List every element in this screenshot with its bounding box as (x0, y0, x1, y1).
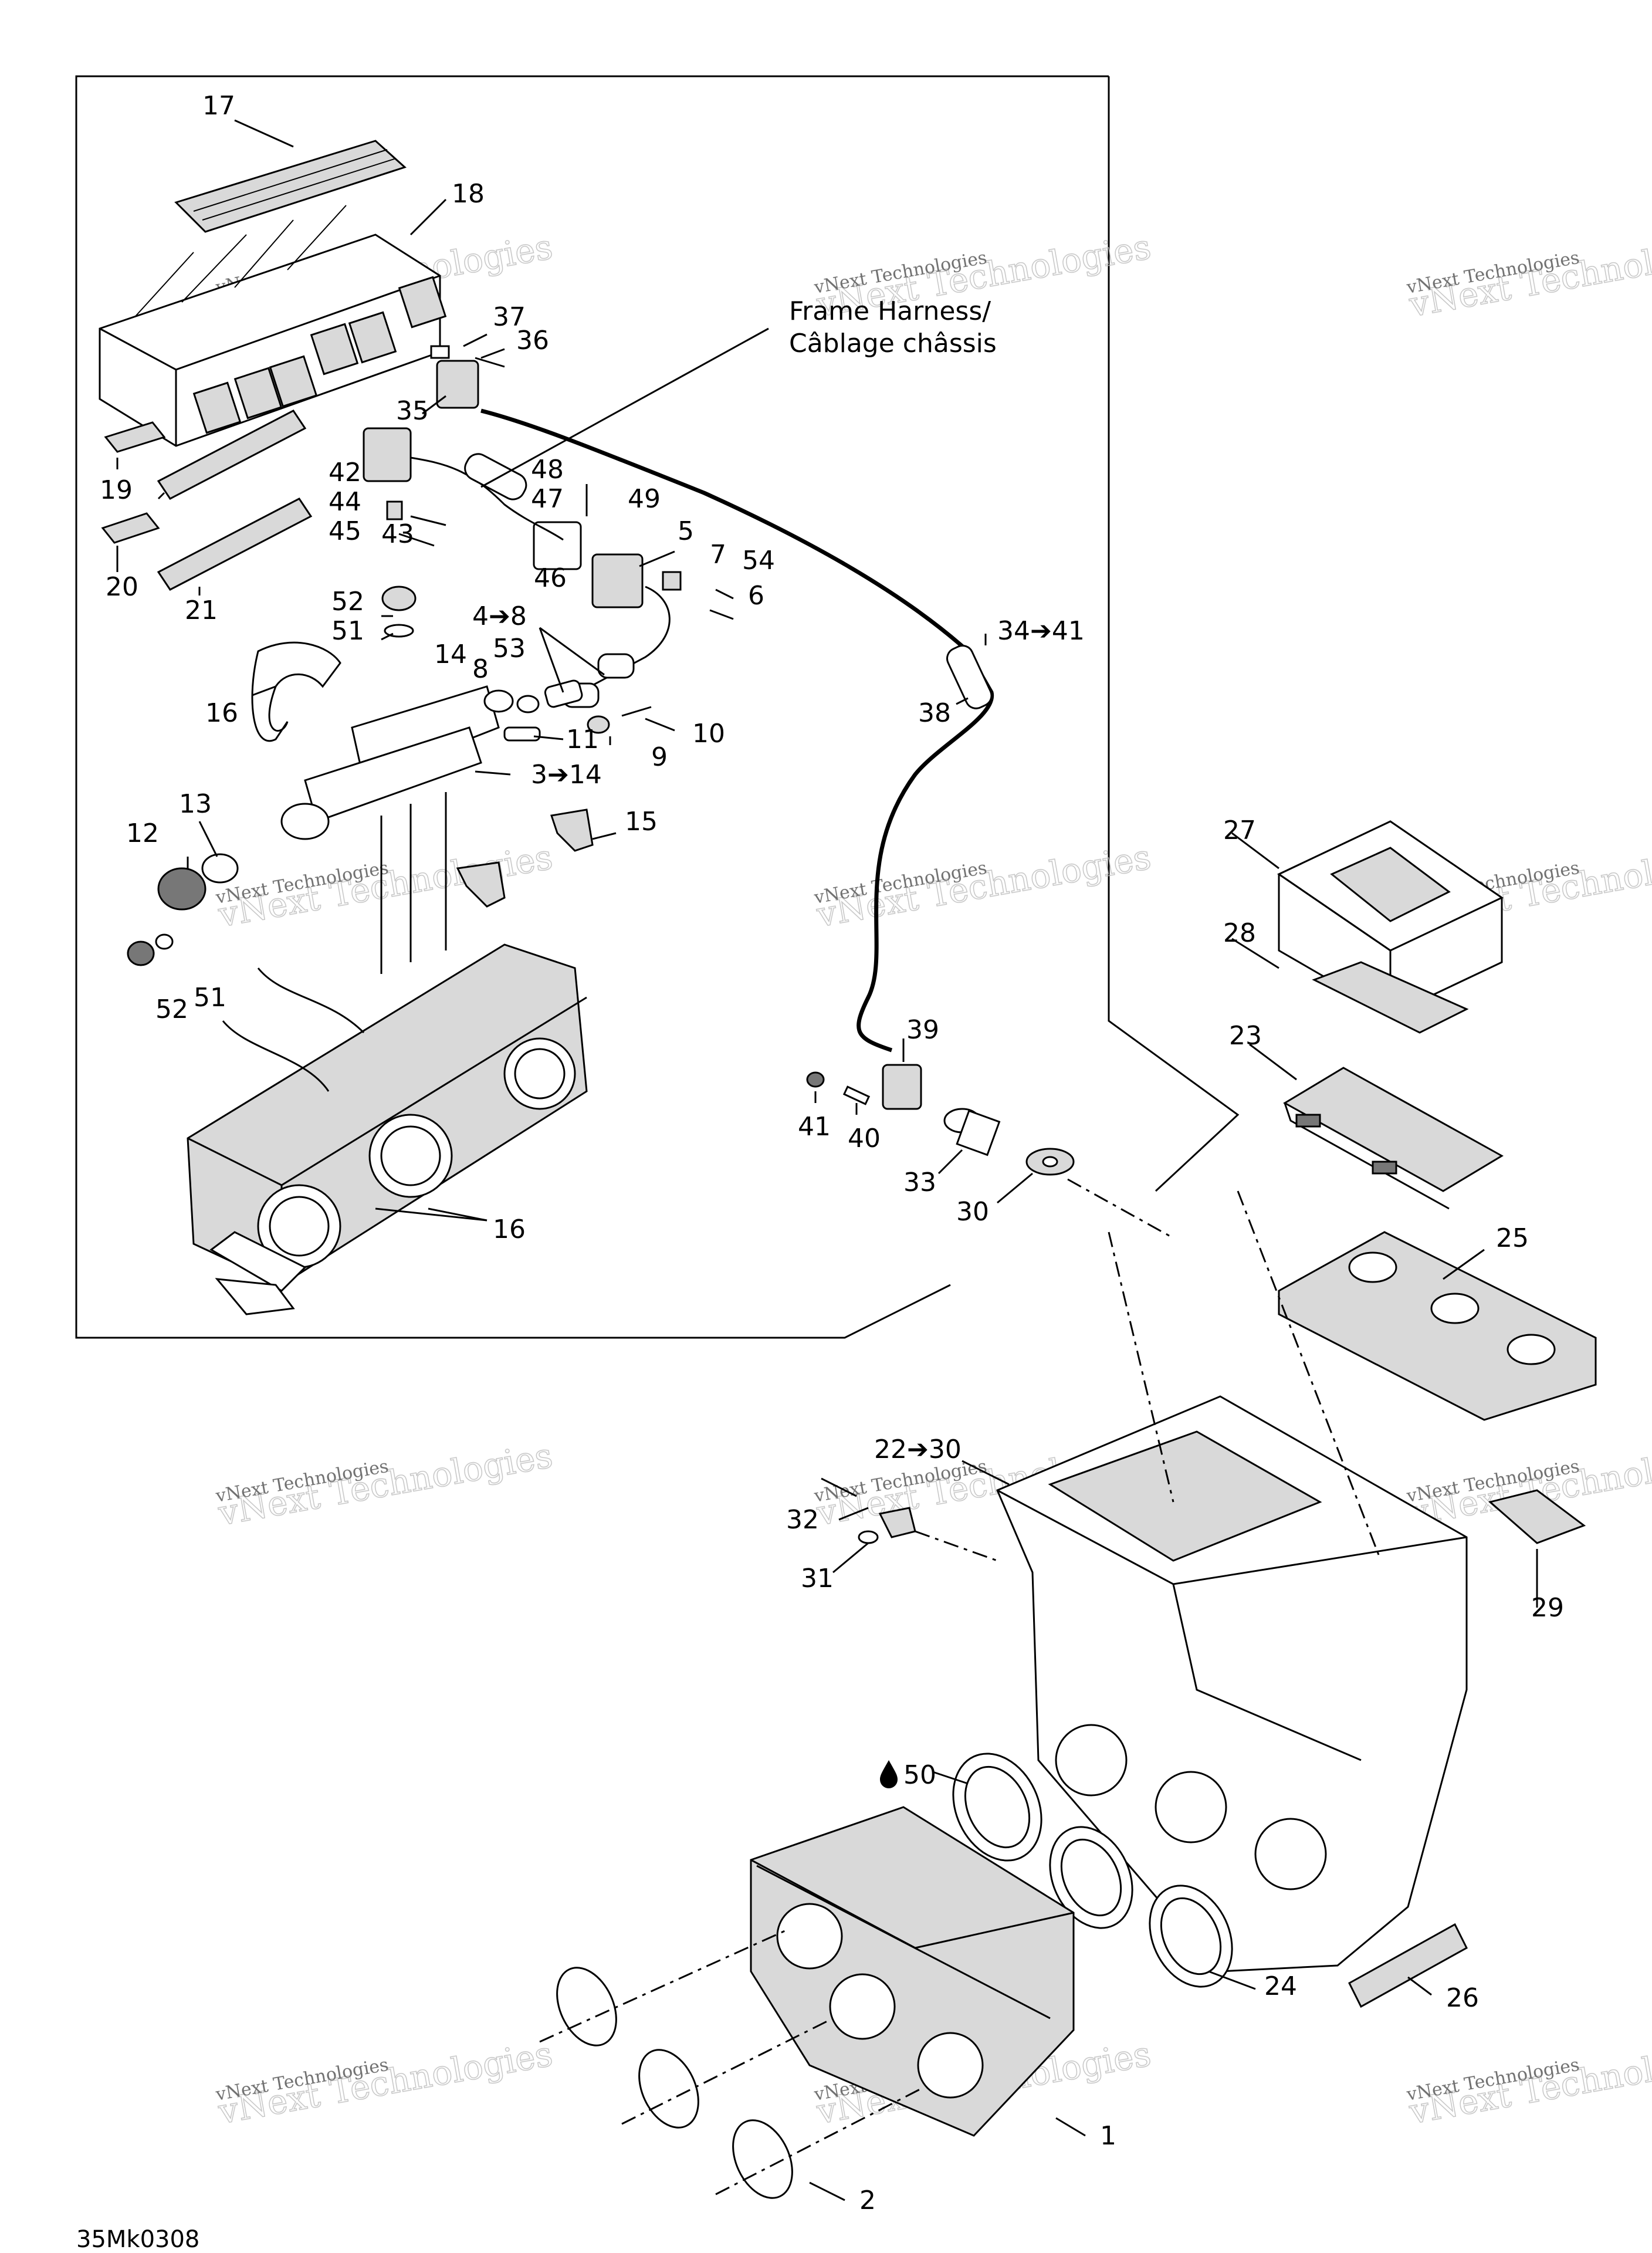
bracket-parts (821, 1477, 998, 1562)
callout-18: 18 (452, 179, 485, 209)
connector-parts (363, 345, 734, 620)
callout-16-top: 16 (205, 698, 238, 728)
callout-31: 31 (801, 1564, 834, 1594)
callout-52-bottom: 52 (155, 994, 188, 1024)
callout-34-41: 34➔41 (997, 616, 1085, 646)
strip-parts (1348, 1489, 1586, 2008)
clip-parts (456, 808, 594, 908)
decal-part (174, 140, 407, 233)
callout-1: 1 (1100, 2121, 1116, 2151)
callout-16-bottom: 16 (493, 1215, 526, 1244)
callout-27: 27 (1223, 816, 1256, 845)
callout-28: 28 (1223, 918, 1256, 948)
callout-4-8: 4➔8 (472, 601, 527, 631)
hose-callout-lines (375, 1207, 488, 1222)
callout-47: 47 (531, 484, 564, 514)
callout-40: 40 (848, 1124, 881, 1153)
callout-24: 24 (1264, 1971, 1297, 2001)
foam-parts (1277, 820, 1504, 1034)
silencer-panel-part (1278, 1231, 1597, 1421)
fuel-rail-part (251, 641, 500, 974)
sensor-parts (806, 1064, 1174, 1239)
airbox-part (996, 1190, 1468, 1973)
callout-7: 7 (710, 540, 726, 570)
callout-44: 44 (329, 487, 361, 517)
callout-21: 21 (185, 596, 218, 625)
inset-frame (75, 75, 1240, 1339)
callout-52-top: 52 (331, 587, 364, 617)
callout-15: 15 (625, 807, 658, 837)
callout-22-30: 22➔30 (874, 1435, 962, 1464)
callout-2: 2 (859, 2186, 876, 2215)
boot-parts (952, 1753, 1233, 1988)
callout-36: 36 (516, 326, 549, 356)
callout-48: 48 (531, 455, 564, 485)
small-fittings (127, 586, 652, 966)
callout-5: 5 (678, 516, 694, 546)
svg-text:Frame Harness/: Frame Harness/ (789, 296, 991, 326)
callout-43: 43 (381, 519, 414, 549)
callout-20: 20 (106, 572, 138, 602)
inset-carburetor-assembly (187, 943, 588, 1315)
callout-38: 38 (918, 698, 951, 728)
callout-39: 39 (906, 1015, 939, 1045)
callout-32: 32 (786, 1505, 819, 1535)
callout-labels: 17 18 37 36 35 19 42 44 45 43 48 47 49 4… (100, 91, 1564, 2215)
svg-text:Câblage châssis: Câblage châssis (789, 329, 997, 358)
callout-49: 49 (628, 484, 661, 514)
callout-13: 13 (179, 789, 212, 819)
callout-37: 37 (493, 302, 526, 332)
callout-6: 6 (748, 581, 764, 611)
callout-11: 11 (566, 725, 599, 755)
callout-9: 9 (651, 742, 668, 772)
callout-45: 45 (329, 516, 361, 546)
callout-54: 54 (742, 546, 775, 576)
callout-53: 53 (493, 634, 526, 664)
callout-3-14: 3➔14 (531, 760, 602, 790)
callout-23: 23 (1229, 1021, 1262, 1051)
callout-29: 29 (1531, 1593, 1564, 1623)
callout-10: 10 (692, 719, 725, 749)
carburetor-assembly-part (750, 1806, 1075, 2137)
callout-46: 46 (534, 563, 567, 593)
callout-41: 41 (798, 1112, 831, 1142)
callout-42: 42 (329, 458, 361, 488)
callout-33: 33 (903, 1168, 936, 1197)
drawing-reference: 35Mk0308 (76, 2226, 199, 2253)
callout-30: 30 (956, 1197, 989, 1227)
callout-19: 19 (100, 475, 133, 505)
callout-12: 12 (126, 818, 159, 848)
callout-50: 50 (903, 1760, 936, 1790)
callout-26: 26 (1446, 1983, 1479, 2013)
callout-25: 25 (1496, 1223, 1529, 1253)
callout-17: 17 (202, 91, 235, 121)
leader-lines (116, 119, 1538, 2201)
callout-51-top: 51 (331, 616, 364, 646)
frame-harness-label: Frame Harness/ Câblage châssis (789, 296, 997, 358)
clamp-parts (539, 1929, 922, 2199)
lubricant-icon (880, 1760, 898, 1788)
screen-part (1283, 1067, 1504, 1210)
callout-14: 14 (434, 640, 467, 669)
pad-parts (101, 410, 313, 591)
callout-35: 35 (396, 396, 429, 426)
callout-51-bottom: 51 (194, 983, 226, 1013)
callout-8: 8 (472, 654, 489, 684)
ecm-housing-part (99, 205, 447, 447)
